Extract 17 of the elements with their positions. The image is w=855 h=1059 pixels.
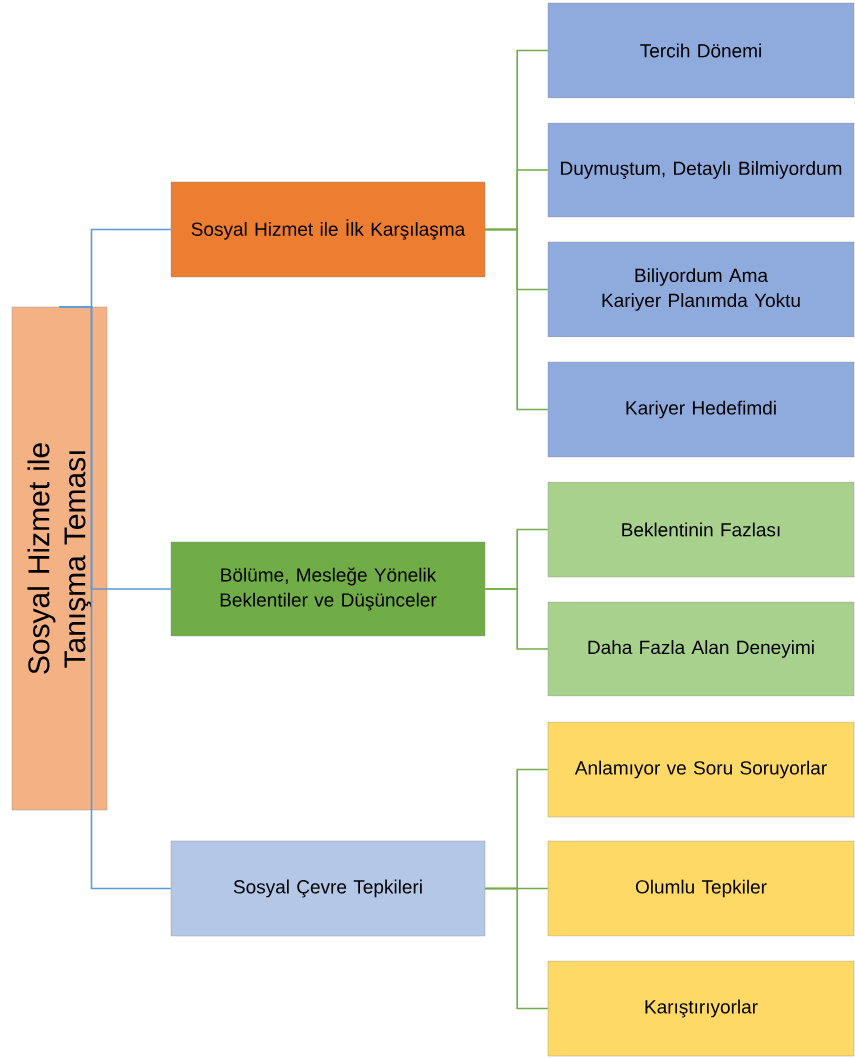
subcategory-box: Kariyer Hedefimdi bbox=[547, 361, 855, 458]
subcategory-box: Anlamıyor ve Soru Soruyorlar bbox=[547, 721, 855, 818]
connector bbox=[484, 228, 549, 411]
category-box: Bölüme, Mesleğe Yönelik Beklentiler ve Düşünceler bbox=[170, 541, 486, 637]
category-box: Sosyal Çevre Tepkileri bbox=[170, 840, 486, 937]
category-box: Sosyal Hizmet ile İlk Karşılaşma bbox=[170, 181, 486, 278]
subcategory-box: Daha Fazla Alan Deneyimi bbox=[547, 601, 855, 697]
connector bbox=[484, 588, 549, 650]
subcategory-box: Karıştırıyorlar bbox=[547, 960, 855, 1057]
connector bbox=[58, 306, 172, 890]
connector bbox=[484, 887, 549, 1010]
theme-box: Sosyal Hizmet ile Tanışma Teması bbox=[11, 306, 108, 811]
subcategory-box: Duymuştum, Detaylı Bilmiyordum bbox=[547, 122, 855, 218]
subcategory-box: Olumlu Tepkiler bbox=[547, 840, 855, 937]
subcategory-box: Beklentinin Fazlası bbox=[547, 481, 855, 578]
subcategory-box: Tercih Dönemi bbox=[547, 2, 855, 99]
subcategory-box: Biliyordum Ama Kariyer Planımda Yoktu bbox=[547, 241, 855, 338]
